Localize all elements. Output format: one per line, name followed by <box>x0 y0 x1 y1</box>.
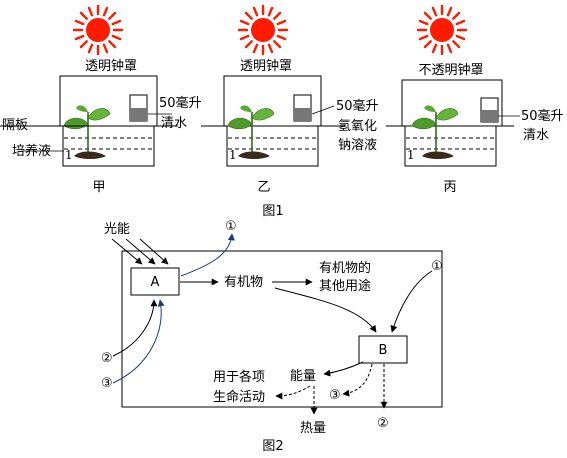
figure1-caption: 图1 <box>262 204 283 219</box>
setup-label-jia: 甲 <box>92 180 105 195</box>
amount-label-jia: 50毫升 <box>159 95 202 111</box>
energy-label: 能量 <box>290 369 316 384</box>
arrow-marker1-to-b <box>390 270 433 333</box>
sun-icon-yi <box>237 4 289 56</box>
partition-label: 隔板 <box>2 118 28 133</box>
amount-label-bing: 50毫升 <box>521 108 564 124</box>
arrow-b-to-marker3 <box>342 363 373 397</box>
culture-container-bing <box>404 125 497 167</box>
marker1-top: ① <box>225 219 237 234</box>
box-a-label: A <box>151 275 160 290</box>
liquid-label-yi-1: 氢氧化 <box>338 119 377 134</box>
glass-mark-jia: 1 <box>65 148 73 162</box>
setup-label-bing: 丙 <box>443 180 456 195</box>
box-b-label: B <box>379 343 388 358</box>
marker3-left: ③ <box>101 376 113 391</box>
cover-label-jia: 透明钟罩 <box>85 58 137 74</box>
other-use-line2: 其他用途 <box>319 278 371 294</box>
heat-label: 热量 <box>300 421 326 436</box>
sun-icon-jia <box>72 4 124 56</box>
culture-container-jia <box>62 125 155 167</box>
light-arrow-1 <box>111 238 143 265</box>
setup-yi <box>201 75 344 167</box>
arrow-energy-to-life <box>275 385 311 400</box>
liquid-label-yi-2: 钠溶液 <box>338 138 377 153</box>
other-use-line1: 有机物的 <box>319 260 371 276</box>
arrow-marker2-to-a <box>112 299 158 357</box>
cover-label-bing: 不透明钟罩 <box>418 62 483 78</box>
arrow-b-to-energy <box>323 361 364 377</box>
plant-icon-bing <box>411 104 459 160</box>
liquid-label-bing: 清水 <box>523 128 549 143</box>
light-arrow-2 <box>125 238 156 265</box>
arrow-organic-to-b <box>274 287 377 333</box>
sun-icon-bing <box>416 4 468 56</box>
cover-label-yi: 透明钟罩 <box>240 58 292 74</box>
liquid-beaker-yi <box>294 108 311 121</box>
liquid-beaker-jia <box>130 108 147 121</box>
life-activity-line1: 用于各项 <box>213 369 265 385</box>
liquid-label-jia: 清水 <box>161 116 187 131</box>
glass-mark-bing: 1 <box>407 148 415 162</box>
cell-frame <box>121 250 443 408</box>
glass-mark-yi: 1 <box>229 148 237 162</box>
light-energy-label: 光能 <box>104 222 130 237</box>
box-a <box>130 267 180 296</box>
light-arrow-3 <box>139 238 169 265</box>
culture-container-yi <box>226 125 319 167</box>
marker3-right: ③ <box>329 388 341 403</box>
setup-jia <box>59 75 158 167</box>
marker2-bottom: ② <box>377 416 389 431</box>
liquid-beaker-bing <box>481 110 498 122</box>
arrow-a-to-marker1 <box>180 233 235 277</box>
culture-label: 培养液 <box>12 143 51 159</box>
figure2-caption: 图2 <box>262 439 283 454</box>
organic-matter-label: 有机物 <box>224 275 263 290</box>
box-b <box>358 335 408 364</box>
arrow-marker3-to-a <box>112 299 165 384</box>
setup-label-yi: 乙 <box>257 180 270 195</box>
setup-bing <box>386 79 520 167</box>
life-activity-line2: 生命活动 <box>213 389 265 405</box>
amount-label-yi: 50毫升 <box>336 98 379 114</box>
marker1-right: ① <box>431 259 443 274</box>
marker2-left: ② <box>101 351 113 366</box>
